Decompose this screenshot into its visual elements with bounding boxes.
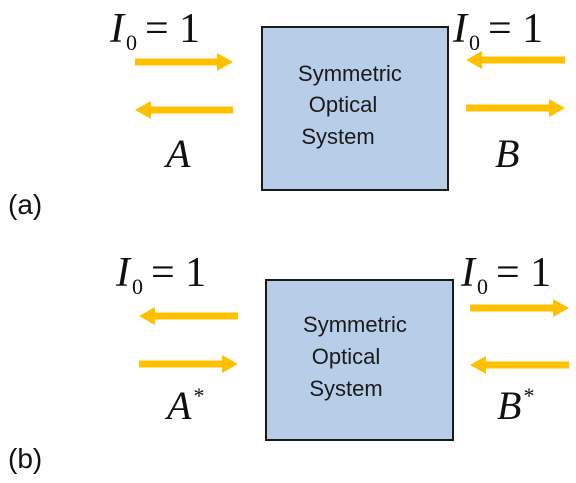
panel-a-left-output-label: A (163, 131, 191, 176)
panel-b-right-incident-label: I0= 1 (460, 250, 551, 299)
panel-a-box-line-2: Optical (309, 92, 377, 117)
panel-b-left-arrow-top (139, 307, 238, 325)
panel-a-right-arrow-bottom (466, 99, 565, 117)
panel-b-right-arrow-bottom-shape (470, 356, 569, 374)
panel-a-right-incident-label: I0= 1 (452, 6, 543, 55)
panel-b-left-arrow-top-shape (139, 307, 238, 325)
panel-a-right-output-label: B (495, 131, 519, 176)
panel-b-label: (b) (8, 443, 42, 474)
panel-b-right-arrow-top (470, 299, 569, 317)
panel-b-box-line-1: Symmetric (303, 312, 407, 337)
panel-b-box-line-2: Optical (312, 344, 380, 369)
panel-a-right-arrow-bottom-shape (466, 99, 565, 117)
panel-b-optical-system-box (265, 279, 454, 441)
panel-b-left-arrow-bottom-shape (139, 355, 238, 373)
panel-a-box-line-1: Symmetric (298, 61, 402, 86)
panel-a-right-arrow-top (466, 51, 565, 69)
panel-b-left-incident-label: I0= 1 (115, 250, 206, 299)
panel-a-left-arrow-bottom (135, 101, 233, 119)
panel-b-box-line-3: System (309, 376, 382, 401)
panel-a-left-arrow-top (135, 53, 233, 71)
panel-b-right-arrow-top-shape (470, 299, 569, 317)
panel-b-left-output-label: A* (164, 383, 204, 428)
panel-b-right-arrow-bottom (470, 356, 569, 374)
panel-a-box-line-3: System (301, 124, 374, 149)
panel-a-left-incident-label: I0= 1 (109, 6, 200, 55)
panel-b-right-output-label: B* (497, 383, 534, 428)
panel-b: I0= 1 I0= 1 Symmetric Optical System A* … (8, 250, 569, 474)
panel-a-left-arrow-bottom-shape (135, 101, 233, 119)
panel-b-left-arrow-bottom (139, 355, 238, 373)
panel-a: I0= 1 I0= 1 Symmetric Optical System A B… (8, 6, 565, 220)
panel-a-optical-system-box (261, 26, 449, 191)
panel-a-left-arrow-top-shape (135, 53, 233, 71)
panel-a-label: (a) (8, 189, 42, 220)
panel-a-right-arrow-top-shape (466, 51, 565, 69)
